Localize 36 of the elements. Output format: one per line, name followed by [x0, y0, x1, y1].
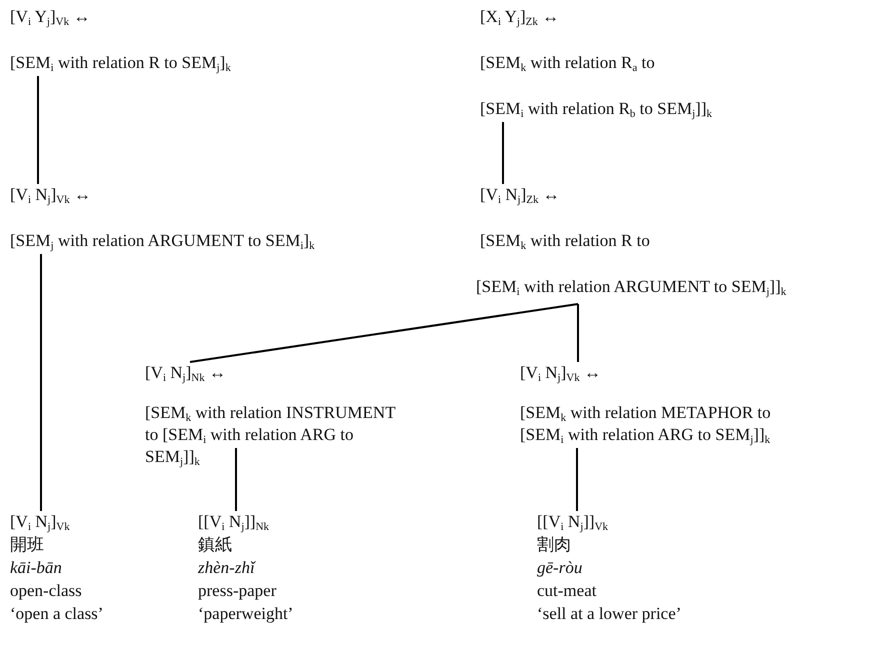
pinyin-text: zhèn-zhǐ — [198, 557, 255, 579]
connector-line — [502, 122, 504, 184]
connector-line — [37, 76, 39, 184]
translation-text: ‘sell at a lower price’ — [537, 603, 682, 625]
gloss-text: cut-meat — [537, 580, 596, 602]
construction-formula: [V$_{i}$ Y$_{j}$]$_{Vk}$ ↔ — [10, 6, 90, 28]
gloss-text: open-class — [10, 580, 82, 602]
semantic-formula: [SEM$_{k}$ with relation R to — [480, 230, 650, 252]
connector-line — [40, 254, 42, 511]
pinyin-text: gē-ròu — [537, 557, 582, 579]
pinyin-text: kāi-bān — [10, 557, 62, 579]
construction-formula: [V$_{i}$ N$_{j}$]$_{Vk}$ — [10, 511, 70, 533]
connector-line — [235, 448, 237, 511]
chinese-word: 鎮紙 — [198, 534, 232, 556]
semantic-formula: [SEM$_{i}$ with relation ARGUMENT to SEM$_{j}$]]$_{k}$ — [476, 276, 786, 298]
connector-line — [190, 303, 578, 363]
construction-formula: [[V$_{i}$ N$_{j}$]]$_{Nk}$ — [198, 511, 270, 533]
chinese-word: 開班 — [10, 534, 44, 556]
translation-text: ‘open a class’ — [10, 603, 104, 625]
gloss-text: press-paper — [198, 580, 276, 602]
construction-formula: [V$_{i}$ N$_{j}$]$_{Zk}$ ↔ — [480, 184, 560, 206]
construction-formula: [X$_{i}$ Y$_{j}$]$_{Zk}$ ↔ — [480, 6, 560, 28]
semantic-formula: [SEM$_{i}$ with relation R to SEM$_{j}$]$_{k}$ — [10, 52, 231, 74]
construction-formula: [[V$_{i}$ N$_{j}$]]$_{Vk}$ — [537, 511, 608, 533]
connector-line — [577, 304, 579, 362]
construction-formula: [V$_{i}$ N$_{j}$]$_{Vk}$ ↔ — [520, 362, 601, 384]
semantic-formula: [SEM$_{k}$ with relation METAPHOR to [SEM$_{i}$ with relation ARG to SEM$_{j}$]]$_{k}$ — [520, 402, 772, 446]
semantic-formula: [SEM$_{k}$ with relation INSTRUMENT to [SEM$_{i}$ with relation ARG to SEM$_{j}$]]$_{k}$ — [145, 402, 396, 468]
chinese-word: 割肉 — [537, 534, 571, 556]
semantic-formula: [SEM$_{j}$ with relation ARGUMENT to SEM$_{i}$]$_{k}$ — [10, 230, 315, 252]
construction-formula: [V$_{i}$ N$_{j}$]$_{Nk}$ ↔ — [145, 362, 226, 384]
semantic-formula: [SEM$_{k}$ with relation R$_{a}$ to — [480, 52, 655, 74]
translation-text: ‘paperweight’ — [198, 603, 294, 625]
connector-line — [576, 448, 578, 511]
semantic-formula: [SEM$_{i}$ with relation R$_{b}$ to SEM$_{j}$]]$_{k}$ — [480, 98, 712, 120]
construction-formula: [V$_{i}$ N$_{j}$]$_{Vk}$ ↔ — [10, 184, 91, 206]
